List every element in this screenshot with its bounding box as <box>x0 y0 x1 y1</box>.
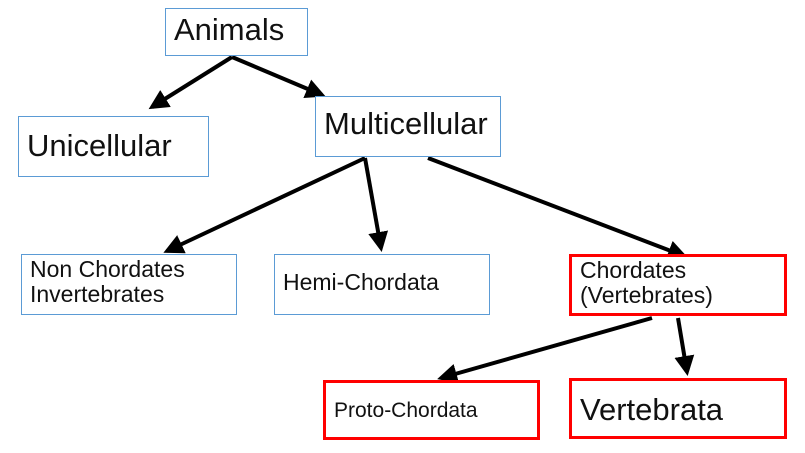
arrow-multicellular-hemichordata <box>363 157 389 252</box>
node-label: Proto-Chordata <box>334 399 478 422</box>
node-unicellular: Unicellular <box>18 116 209 177</box>
node-label-line2: (Vertebrates) <box>580 282 713 309</box>
arrow-chordates-vertebrata <box>674 317 695 376</box>
node-label: Vertebrata <box>580 392 724 427</box>
node-hemi-chordata: Hemi-Chordata <box>274 254 490 315</box>
arrow-animals-multicellular <box>231 55 326 98</box>
node-label: Hemi-Chordata <box>283 269 439 295</box>
node-label-line1: Chordates <box>580 257 687 283</box>
node-label: Multicellular <box>324 106 488 141</box>
node-label-line2: Invertebrates <box>30 281 165 308</box>
node-chordates: Chordates (Vertebrates) <box>569 254 787 316</box>
arrow-chordates-protochordata <box>437 316 653 384</box>
node-label-line1: Non Chordates <box>30 256 185 282</box>
node-non-chordates: Non Chordates Invertebrates <box>21 254 237 315</box>
arrow-multicellular-nonchordates <box>163 156 366 254</box>
node-label: Animals <box>174 12 285 47</box>
arrow-multicellular-chordates <box>427 156 688 260</box>
arrow-animals-unicellular <box>148 55 234 110</box>
node-proto-chordata: Proto-Chordata <box>323 380 540 440</box>
node-multicellular: Multicellular <box>315 96 501 157</box>
node-vertebrata: Vertebrata <box>569 378 787 439</box>
node-animals: Animals <box>165 8 308 56</box>
node-label: Unicellular <box>27 128 172 163</box>
